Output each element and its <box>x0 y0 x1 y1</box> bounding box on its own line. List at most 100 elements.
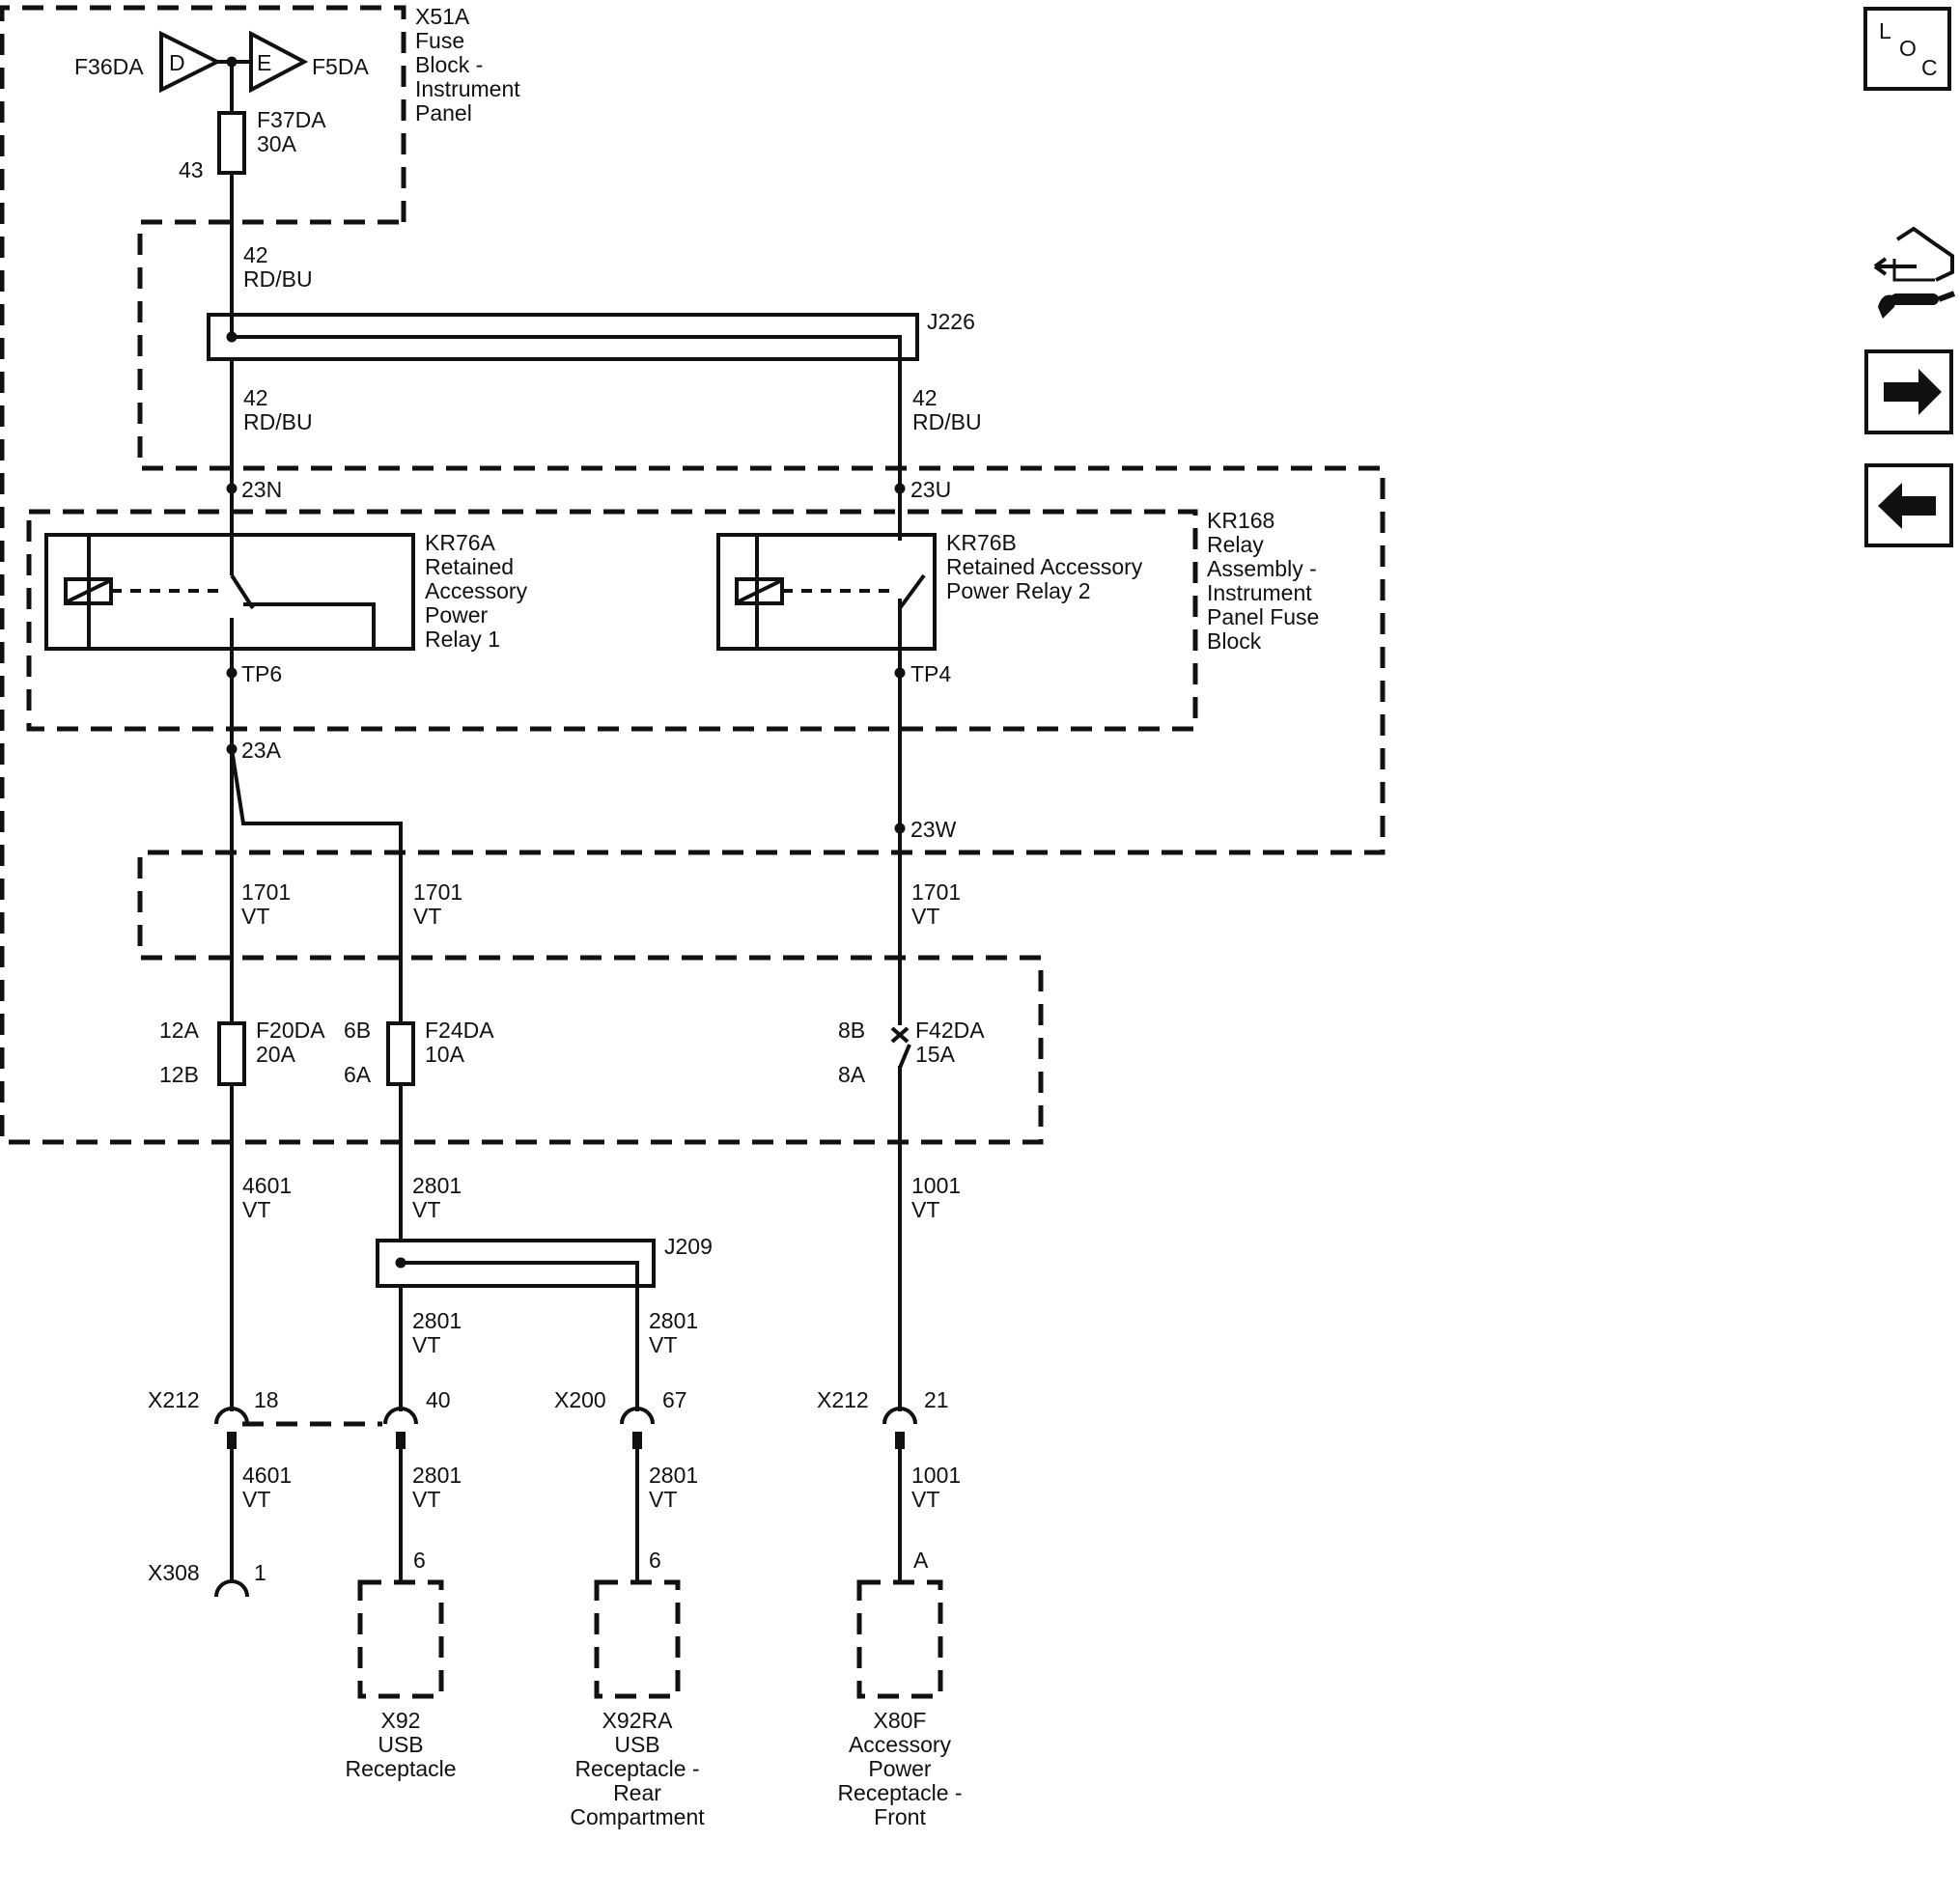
fuse-f24da-rating: 10A <box>425 1042 465 1067</box>
relay-kr168-desc: Instrument <box>1207 580 1312 605</box>
kr168-relay-assembly-outline <box>26 509 1198 732</box>
wire-circuit-label: 2801 <box>649 1463 698 1488</box>
relay-kr168-name: KR168 <box>1207 508 1274 533</box>
terminal-tp6-label: TP6 <box>241 661 282 686</box>
component-x92ra-label: Compartment <box>570 1804 705 1829</box>
fuse-f20da-icon <box>217 1021 246 1086</box>
wire-circuit-label: 4601 <box>242 1173 292 1198</box>
component-x92ra-label: X92RA <box>602 1708 674 1733</box>
connector-view-button[interactable] <box>1873 226 1956 319</box>
fuse-f37da-rating: 30A <box>257 131 297 156</box>
wire-color-label: VT <box>413 904 441 929</box>
relay-kr76a: KR76A Retained Accessory Power Relay 1 <box>44 488 528 673</box>
arrow-right-icon <box>1884 369 1942 415</box>
terminal-tp4-label: TP4 <box>910 661 951 686</box>
connector-pin-label: 40 <box>426 1387 451 1412</box>
fuse-f37da-icon <box>217 111 246 175</box>
x51a-desc-line: Panel <box>415 100 472 126</box>
wire-circuit-label: 42 <box>912 385 938 410</box>
component-x92-label: USB <box>378 1732 423 1757</box>
fuse-e-letter: E <box>257 50 271 75</box>
wire-circuit-label: 1001 <box>911 1173 961 1198</box>
component-x80f-label: Power <box>868 1756 932 1781</box>
splice-j209-box <box>376 1239 656 1288</box>
terminal-23u-label: 23U <box>910 477 951 502</box>
x92ra-outline <box>594 1579 681 1699</box>
fuses: 12A 12B F20DA 20A 6B 6A F24DA 10A 8B 8A … <box>159 1018 985 1087</box>
component-x80f-label: Accessory <box>849 1732 952 1757</box>
relay-kr76a-desc: Relay 1 <box>425 627 500 652</box>
fuse-f20da-pin-top: 12A <box>159 1018 200 1043</box>
wire-color-label: VT <box>242 1197 270 1222</box>
connector-x212-pin21-icon <box>882 1407 917 1425</box>
connector-x212-label: X212 <box>148 1387 200 1412</box>
wire-circuit-label: 1701 <box>911 879 961 905</box>
loc-letter: O <box>1899 36 1917 61</box>
wire-color-label: VT <box>911 904 939 929</box>
fuse-f37da-pin: 43 <box>179 157 204 182</box>
wire-circuit-label: 2801 <box>649 1308 698 1333</box>
connector-pin-label: 6 <box>649 1548 661 1573</box>
component-x80f-label: Receptacle - <box>837 1780 962 1805</box>
terminal-23w-label: 23W <box>910 817 957 842</box>
relay-kr168-desc: Assembly - <box>1207 556 1317 581</box>
fuse-f42da-pin-top: 8B <box>838 1018 865 1043</box>
relays: 23N 23U KR76A Retained Accessory Power R… <box>44 477 1319 686</box>
arrow-left-icon <box>1878 483 1936 529</box>
connector-x200-label: X200 <box>554 1387 606 1412</box>
fuse-f42da-icon <box>890 1026 911 1079</box>
component-x80f-label: Front <box>874 1804 926 1829</box>
loc-letter: L <box>1879 18 1891 43</box>
wire-color-label: RD/BU <box>243 266 313 292</box>
relay-kr76a-name: KR76A <box>425 530 496 555</box>
component-x92ra-label: USB <box>614 1732 659 1757</box>
splice-j209-label: J209 <box>664 1234 713 1259</box>
loc-icon: L O C <box>1879 18 1938 80</box>
wire-circuit-label: 42 <box>243 242 268 267</box>
connector-pin-label: 18 <box>254 1387 279 1412</box>
connector-pin-label: 1 <box>254 1560 266 1585</box>
fuse-f24da-pin-top: 6B <box>344 1018 371 1043</box>
lower-wires: 4601 VT 2801 VT 1001 VT J209 2801 VT 280… <box>230 1079 961 1411</box>
fuse-f24da-pin-bottom: 6A <box>344 1062 372 1087</box>
loc-button[interactable]: L O C <box>1863 7 1951 91</box>
splice-j226-box <box>207 313 919 361</box>
relay-kr76a-desc: Retained <box>425 554 514 579</box>
splice-j226: 42 RD/BU J226 42 RD/BU 42 RD/BU <box>207 242 982 488</box>
nav-toolbar: L O C <box>1863 7 1956 547</box>
relay-kr168-desc: Relay <box>1207 532 1264 557</box>
wire-circuit-label: 42 <box>243 385 268 410</box>
relay-kr76a-desc: Accessory <box>425 578 528 603</box>
terminal-23a-label: 23A <box>241 738 282 763</box>
fuse-f20da-rating: 20A <box>256 1042 296 1067</box>
wire-color-label: RD/BU <box>243 409 313 434</box>
relay-kr76b-desc: Power Relay 2 <box>946 578 1091 603</box>
enclosure-outlines <box>0 5 1386 1699</box>
x51a-desc-line: Block - <box>415 52 483 77</box>
connector-pin-label: 67 <box>662 1387 687 1412</box>
relay-kr76b-name: KR76B <box>946 530 1017 555</box>
relay-kr76b-desc: Retained Accessory <box>946 554 1143 579</box>
relay-kr76a-desc: Power <box>425 602 489 628</box>
prev-page-button[interactable] <box>1864 463 1953 547</box>
connector-x200-pin67-icon <box>620 1407 655 1425</box>
wire-color-label: VT <box>649 1487 677 1512</box>
x51a-desc-line: Instrument <box>415 76 520 101</box>
wire-circuit-label: 2801 <box>412 1308 462 1333</box>
fuse-f42da-pin-bottom: 8A <box>838 1062 866 1087</box>
component-x92ra-label: Rear <box>613 1780 661 1805</box>
connectors: X212 18 40 X200 67 X212 21 4601 VT 2801 … <box>148 1387 961 1598</box>
component-x80f-label: X80F <box>874 1708 927 1733</box>
wire-color-label: VT <box>412 1487 440 1512</box>
next-page-button[interactable] <box>1864 349 1953 434</box>
splice-j226-label: J226 <box>927 309 975 334</box>
fuse-f20da-pin-bottom: 12B <box>159 1062 199 1087</box>
wire-circuit-label: 4601 <box>242 1463 292 1488</box>
component-x92-label: Receptacle <box>345 1756 456 1781</box>
component-x92ra-label: Receptacle - <box>574 1756 699 1781</box>
fuse-f5da-label: F5DA <box>312 54 369 79</box>
x51a-top: F36DA D E F5DA F37DA 30A 43 X51A Fuse Bl… <box>74 4 520 332</box>
wire-color-label: VT <box>242 1487 270 1512</box>
connector-pin-label: 21 <box>924 1387 949 1412</box>
